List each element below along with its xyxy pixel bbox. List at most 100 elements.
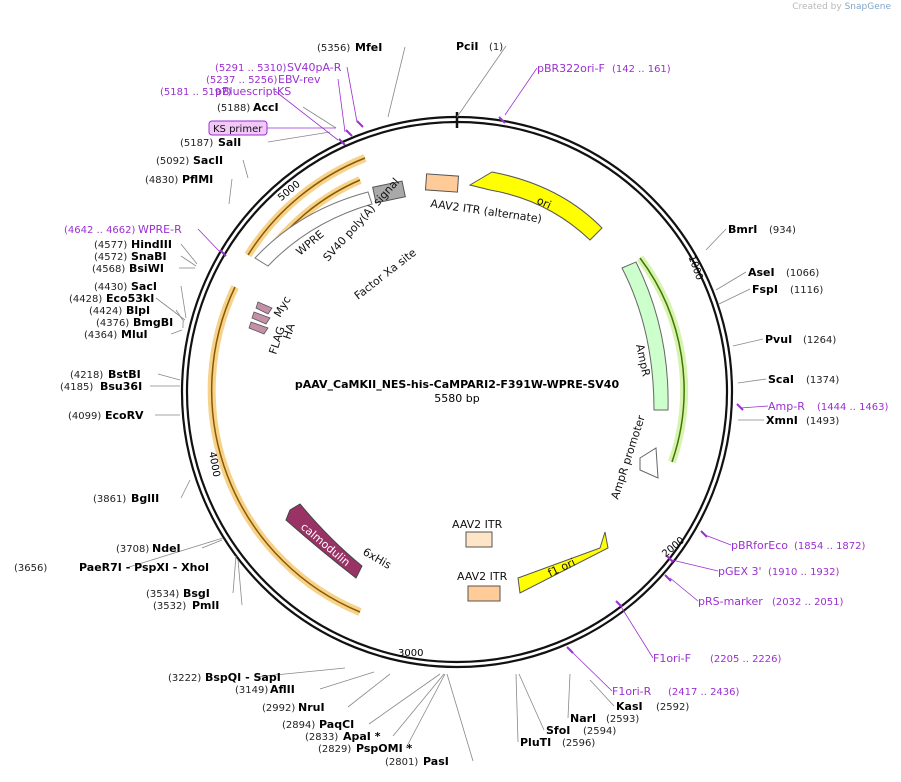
site-name: SalI — [218, 136, 241, 149]
aav2-itr-box-2 — [467, 585, 501, 602]
orf-arc-upper — [247, 157, 366, 256]
site-position: (5356) — [317, 43, 350, 54]
primer-leader-line — [704, 534, 732, 546]
myc-label: Myc — [271, 294, 293, 320]
primer-name: pRS-marker — [698, 595, 763, 608]
primer-name: SV40pA-R — [287, 61, 342, 74]
site-leader-line — [180, 479, 191, 499]
site-name: EcoRV — [105, 409, 144, 422]
primer-position: (2417 .. 2436) — [668, 687, 740, 698]
site-position: (4099) — [68, 411, 101, 422]
site-name: KasI — [616, 700, 643, 713]
site-position: (3656) — [14, 563, 47, 574]
site-name: PmlI — [192, 599, 219, 612]
primer-leader-line — [346, 66, 358, 123]
site-name: NdeI — [152, 542, 181, 555]
aav2-itr-label-1: AAV2 ITR — [452, 518, 503, 531]
primer-site-mark — [700, 530, 708, 538]
factor-xa-label: Factor Xa site — [352, 246, 419, 302]
site-position: (4424) — [89, 306, 122, 317]
site-name: PflMI — [182, 173, 213, 186]
site-position: (2801) — [385, 757, 418, 768]
site-leader-line — [347, 673, 391, 708]
site-name: PasI — [423, 755, 449, 768]
wpre-arrow — [254, 191, 373, 267]
site-name: NarI — [570, 712, 596, 725]
site-leader-line — [737, 378, 767, 384]
site-leader-line — [155, 297, 186, 321]
site-name: BstBI — [108, 368, 141, 381]
site-position: (1066) — [786, 268, 819, 279]
site-leader-line — [368, 673, 441, 725]
site-leader-line — [128, 537, 224, 568]
primer-position: (1854 .. 1872) — [794, 541, 866, 552]
site-position: (1374) — [806, 375, 839, 386]
site-leader-line — [232, 555, 237, 594]
primer-site-mark — [356, 120, 364, 128]
ampr-arc — [639, 257, 685, 463]
site-name: AflII — [270, 683, 295, 696]
site-leader-line — [715, 271, 747, 291]
primer-position: (5237 .. 5256) — [206, 75, 278, 86]
primer-site-mark — [736, 403, 744, 411]
site-position: (3149) — [235, 685, 268, 696]
site-leader-line — [446, 673, 474, 762]
site-position: (4185) — [60, 382, 93, 393]
site-name: BglII — [131, 492, 159, 505]
site-leader-line — [228, 178, 233, 205]
site-leader-line — [515, 673, 519, 743]
site-leader-line — [405, 673, 446, 749]
primer-leader-line — [619, 604, 654, 659]
site-position: (2594) — [583, 726, 616, 737]
site-name: BmgBI — [133, 316, 173, 329]
sv40-polya-label: SV40 poly(A) signal — [321, 175, 403, 264]
site-position: (3222) — [168, 673, 201, 684]
primer-site-mark — [498, 116, 506, 124]
primer-site-mark — [666, 555, 674, 563]
primer-position: (142 .. 161) — [612, 64, 671, 75]
site-leader-line — [387, 46, 406, 118]
primer-name: F1ori-F — [653, 652, 691, 665]
ha-tag — [251, 311, 271, 325]
ks-primer-box — [208, 120, 268, 136]
site-position: (2593) — [606, 714, 639, 725]
site-position: (934) — [769, 225, 796, 236]
primer-site-mark — [664, 574, 672, 582]
primer-site-mark — [338, 138, 346, 146]
primer-position: (1444 .. 1463) — [817, 402, 889, 413]
primer-leader-line — [669, 577, 699, 602]
site-position: (4568) — [92, 264, 125, 275]
site-leader-lines — [128, 45, 769, 762]
ampr-promoter-arrow — [639, 447, 659, 479]
site-name: SnaBI — [131, 250, 167, 263]
site-name: Bsu36I — [100, 380, 142, 393]
aav2-itr-label-2: AAV2 ITR — [457, 570, 508, 583]
site-leader-line — [456, 45, 507, 118]
site-position: (2894) — [282, 720, 315, 731]
primer-leader-line — [569, 649, 613, 692]
site-name: AccI — [253, 101, 279, 114]
site-leader-line — [392, 673, 445, 737]
6xhis-label: 6xHis — [361, 545, 394, 572]
site-position: (2592) — [656, 702, 689, 713]
primer-name: pBR322ori-F — [537, 62, 605, 75]
primer-position: (1910 .. 1932) — [768, 567, 840, 578]
site-leader-line — [237, 559, 243, 606]
site-leader-line — [254, 667, 346, 678]
site-name: PvuI — [765, 333, 792, 346]
primer-position: (5291 .. 5310) — [215, 63, 287, 74]
tick-4000: 4000 — [206, 451, 221, 478]
site-position: (2596) — [562, 738, 595, 749]
flag-label: FLAG — [266, 325, 287, 356]
site-name: PspOMI * — [356, 742, 413, 755]
primer-name: pBRforEco — [731, 539, 788, 552]
aav2-itr-alt-label: AAV2 ITR (alternate) — [430, 197, 543, 226]
site-leader-line — [180, 255, 197, 267]
site-name: SacI — [131, 280, 157, 293]
site-leader-line — [718, 288, 751, 305]
site-name: AseI — [748, 266, 775, 279]
site-leader-line — [567, 673, 571, 719]
site-name: BsgI — [183, 587, 210, 600]
site-leader-line — [242, 159, 249, 179]
site-position: (1116) — [790, 285, 823, 296]
